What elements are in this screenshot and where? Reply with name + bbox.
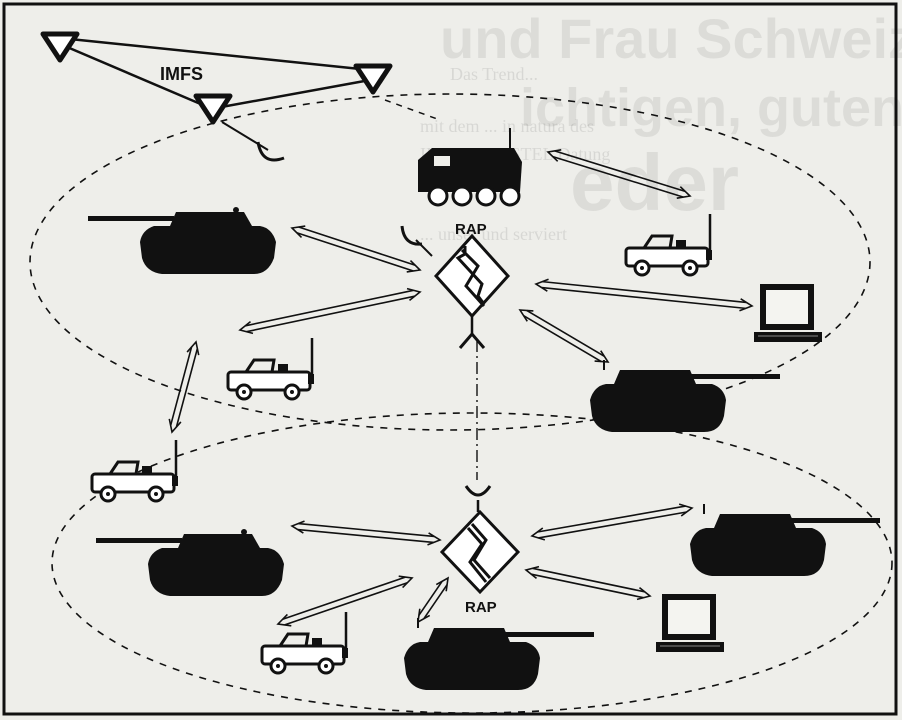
- rap-node-lower: RAP: [439, 485, 521, 616]
- rap-label-upper: RAP: [455, 221, 487, 238]
- bleed-body-line: ... unser und serviert: [420, 224, 567, 244]
- bleed-body-line: mit dem ... in natura des: [420, 116, 594, 136]
- imfs-antenna-icon: [43, 34, 77, 60]
- rap-label-lower: RAP: [465, 599, 497, 616]
- computer-terminal-icon: [655, 593, 725, 653]
- imfs-network: IMFS: [43, 34, 390, 162]
- tank-icon: [88, 207, 276, 274]
- tank-icon: [403, 617, 595, 691]
- computer-terminal-icon: [753, 283, 823, 343]
- imfs-antenna-icon: [196, 96, 230, 122]
- jeep-icon: [90, 438, 180, 503]
- apc-icon: [418, 128, 522, 207]
- bleed-headline-2: ichtigen, guten: [520, 78, 902, 138]
- imfs-uplink: [384, 99, 441, 121]
- upper-network-boundary: [29, 93, 871, 431]
- tank-icon: [689, 503, 881, 577]
- lower-network-boundary: [51, 412, 893, 714]
- tank-icon: [589, 359, 781, 433]
- tank-icon: [96, 529, 284, 596]
- bleed-headline-1: und Frau Schweize: [440, 7, 902, 70]
- bleed-body-line: Das Trend...: [450, 64, 538, 84]
- jeep-icon: [226, 336, 316, 401]
- link-arrows: [168, 149, 754, 627]
- imfs-label: IMFS: [160, 64, 203, 84]
- imfs-antenna-icon: [356, 66, 390, 92]
- rap-node-upper: RAP: [400, 221, 511, 349]
- jeep-icon: [260, 610, 350, 675]
